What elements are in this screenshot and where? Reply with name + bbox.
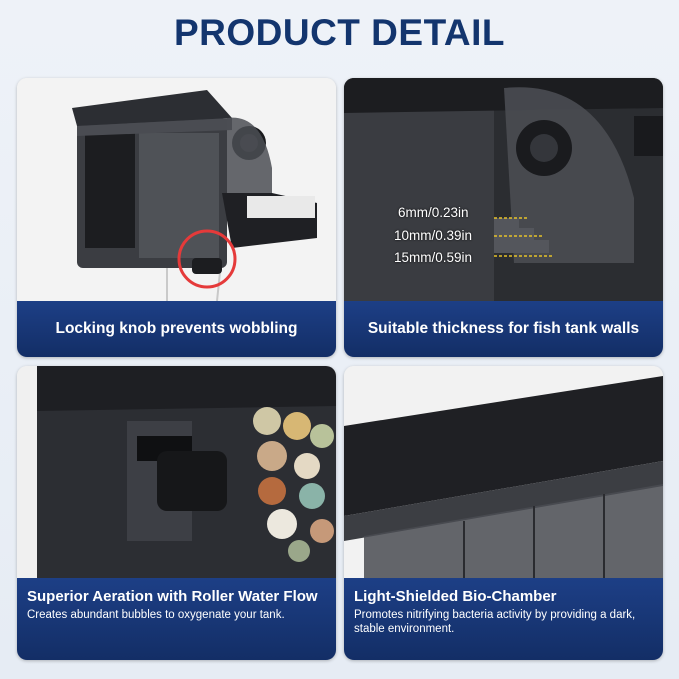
panel-title: Suitable thickness for fish tank walls [367, 320, 640, 337]
panel-bio-chamber: Light-Shielded Bio-Chamber Promotes nitr… [344, 366, 663, 660]
panel-title: Superior Aeration with Roller Water Flow [27, 588, 318, 605]
measure-label-10mm: 10mm/0.39in [394, 228, 473, 243]
filter-clip-closeup-image [344, 78, 663, 301]
panel-title: Locking knob prevents wobbling [55, 320, 298, 337]
caption-bar: Superior Aeration with Roller Water Flow… [17, 578, 336, 660]
caption-bar: Suitable thickness for fish tank walls [344, 301, 663, 357]
caption-bar: Light-Shielded Bio-Chamber Promotes nitr… [344, 578, 663, 660]
caption-bar: Locking knob prevents wobbling [17, 301, 336, 357]
filter-side-view-image [17, 78, 336, 301]
filter-chamber-image [344, 366, 663, 578]
highlight-circle [177, 229, 237, 289]
measure-label-15mm: 15mm/0.59in [394, 250, 473, 265]
filter-roller-media-image [17, 366, 336, 578]
panel-title: Light-Shielded Bio-Chamber [354, 588, 557, 605]
measure-label-6mm: 6mm/0.23in [398, 205, 469, 220]
panel-subtitle: Creates abundant bubbles to oxygenate yo… [27, 609, 285, 621]
panel-tank-thickness: 6mm/0.23in 10mm/0.39in 15mm/0.59in Suita… [344, 78, 663, 357]
panel-subtitle: Promotes nitrifying bacteria activity by… [354, 609, 636, 635]
page-title: PRODUCT DETAIL [173, 12, 506, 53]
panel-locking-knob: Locking knob prevents wobbling [17, 78, 336, 357]
panel-aeration-roller: Superior Aeration with Roller Water Flow… [17, 366, 336, 660]
